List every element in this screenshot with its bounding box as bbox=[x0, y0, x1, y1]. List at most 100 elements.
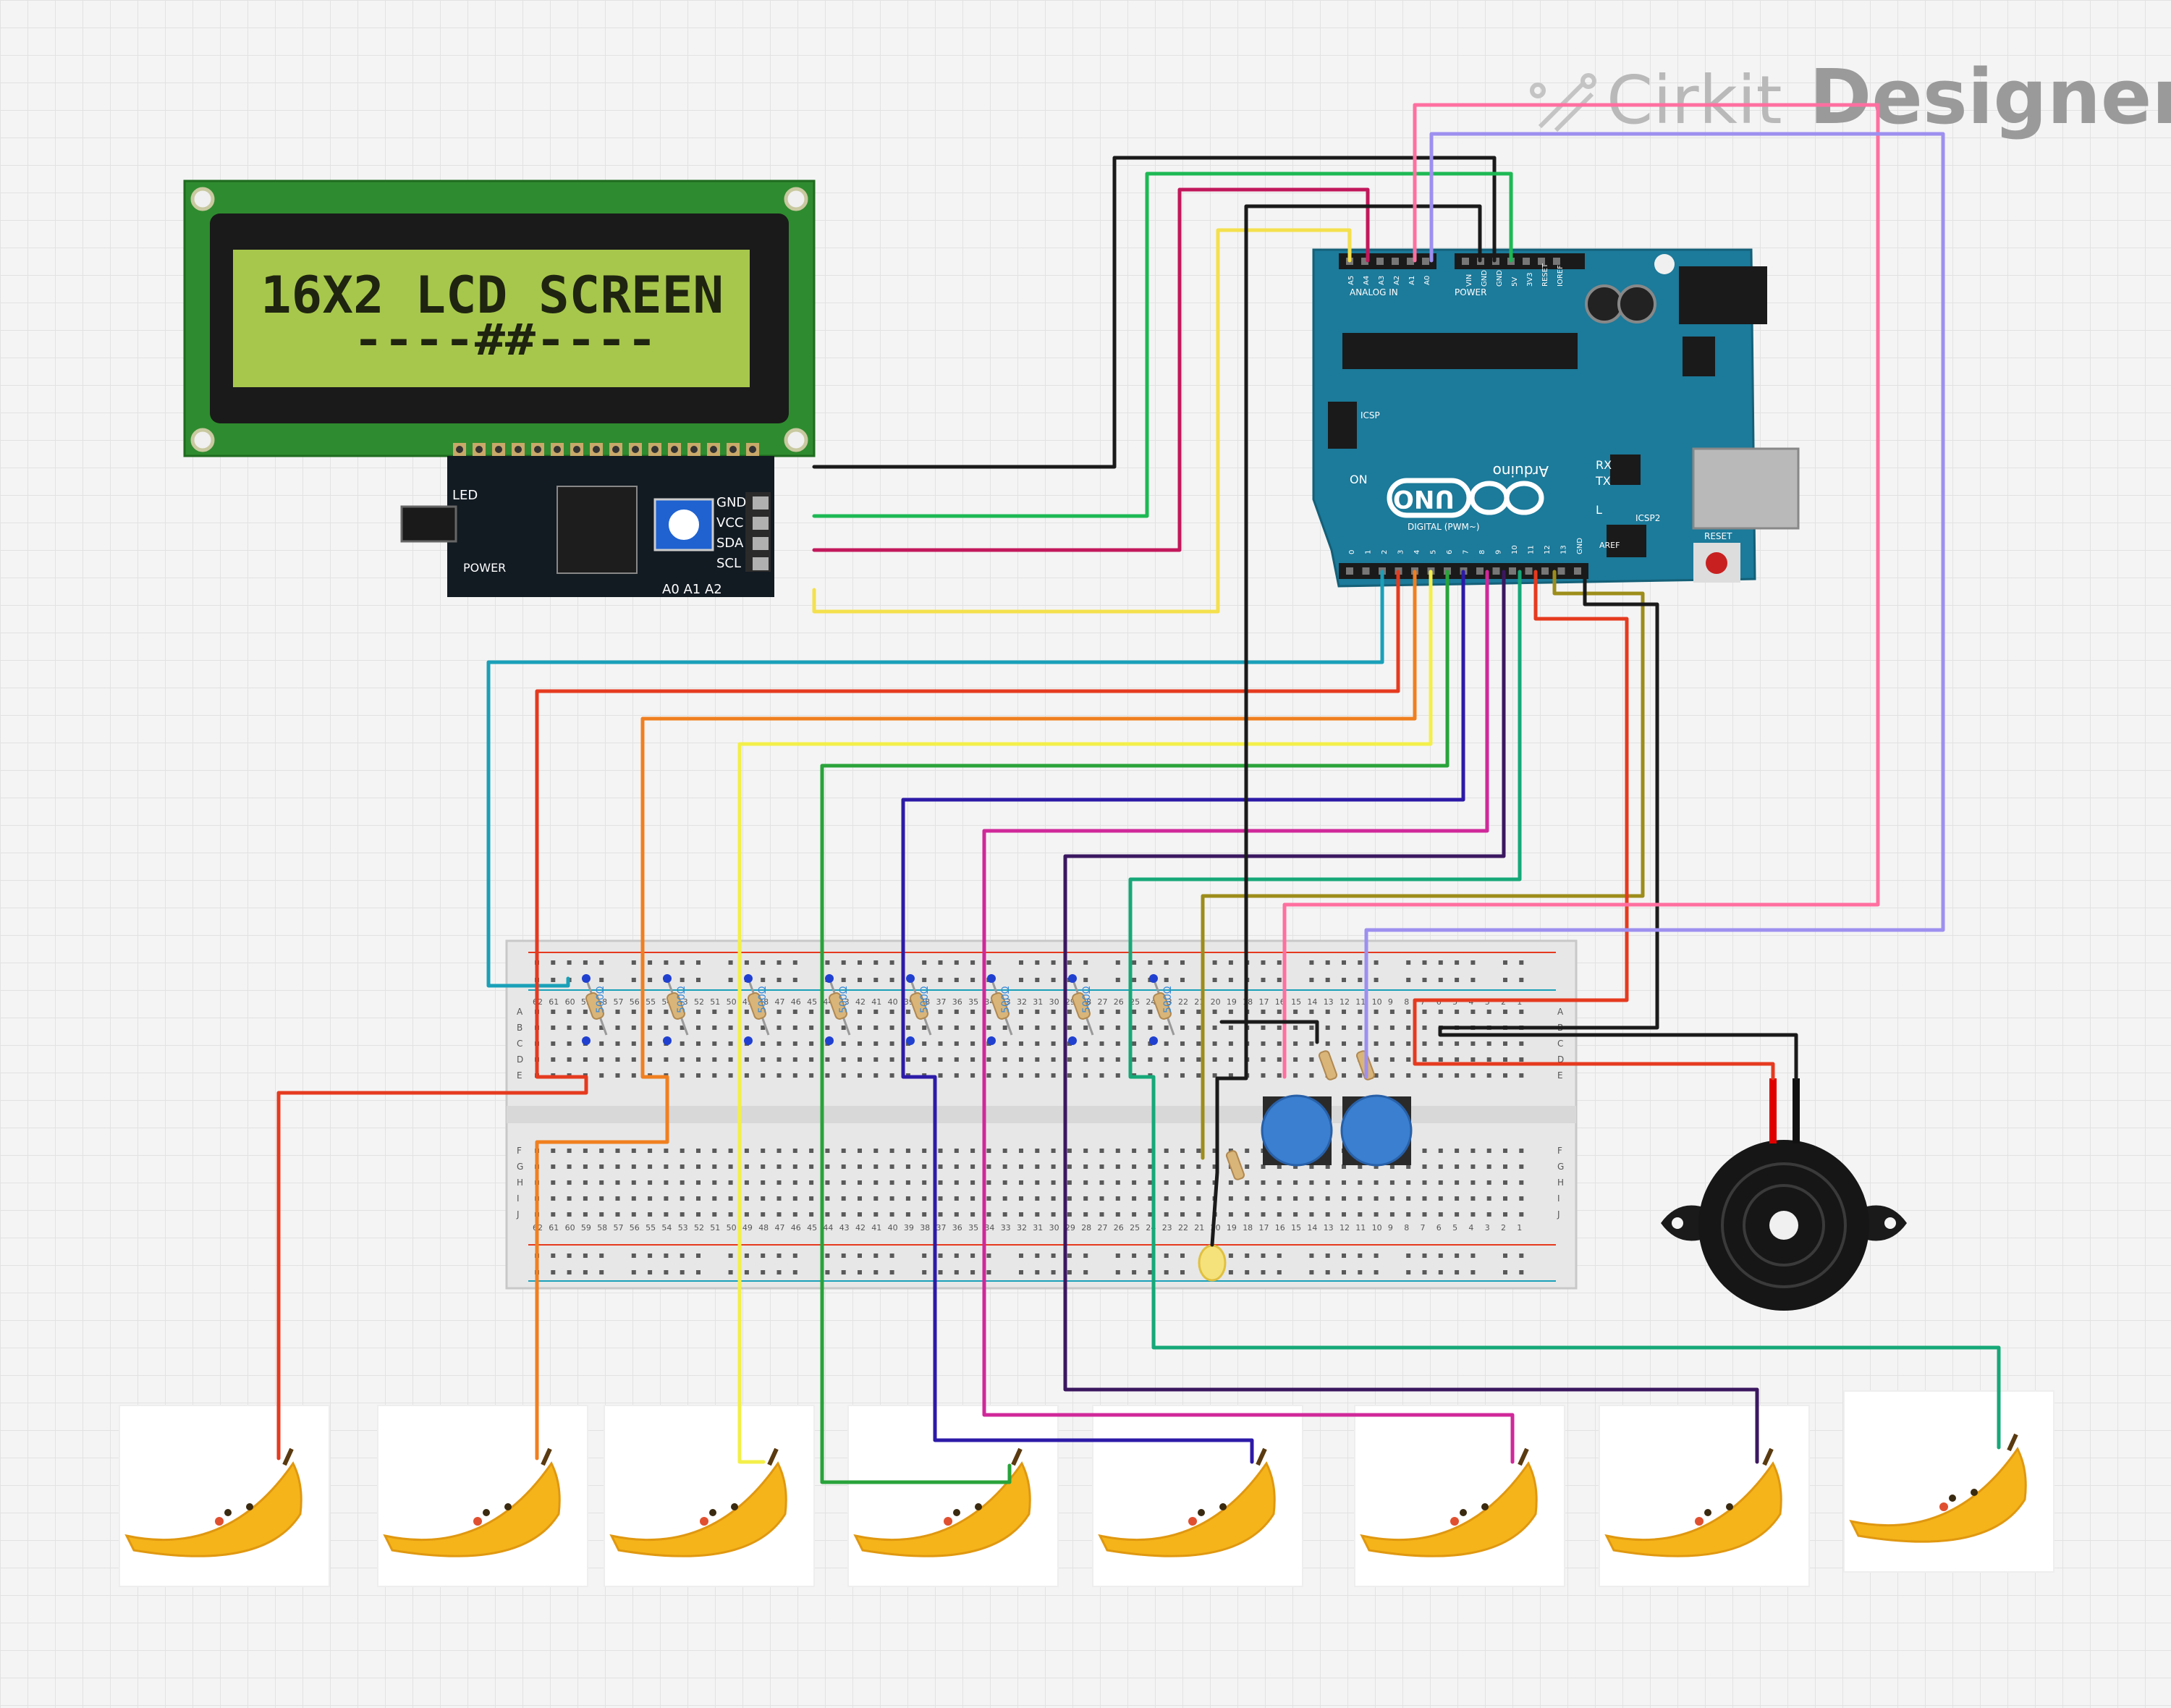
breadboard-rail-hole[interactable] bbox=[1406, 960, 1411, 965]
breadboard-hole[interactable] bbox=[664, 1196, 669, 1201]
breadboard-hole[interactable] bbox=[1196, 1196, 1201, 1201]
breadboard-rail-hole[interactable] bbox=[1342, 960, 1346, 965]
breadboard-hole[interactable] bbox=[1002, 1057, 1007, 1062]
breadboard-hole[interactable] bbox=[776, 1041, 782, 1046]
breadboard-rail-hole[interactable] bbox=[1051, 1253, 1056, 1258]
breadboard-rail-hole[interactable] bbox=[938, 1253, 943, 1258]
breadboard-rail-hole[interactable] bbox=[1132, 1270, 1137, 1274]
breadboard-hole[interactable] bbox=[567, 1057, 572, 1062]
breadboard-rail-hole[interactable] bbox=[1342, 1270, 1346, 1274]
breadboard-hole[interactable] bbox=[1067, 1010, 1072, 1014]
breadboard-hole[interactable] bbox=[696, 1212, 701, 1217]
breadboard-hole[interactable] bbox=[776, 1196, 782, 1201]
breadboard-hole[interactable] bbox=[1099, 1057, 1104, 1062]
breadboard-hole[interactable] bbox=[1470, 1010, 1476, 1014]
breadboard-hole[interactable] bbox=[858, 1149, 862, 1153]
breadboard-hole[interactable] bbox=[1342, 1164, 1346, 1169]
breadboard-hole[interactable] bbox=[664, 1057, 669, 1062]
breadboard-rail-hole[interactable] bbox=[922, 1253, 927, 1258]
breadboard-hole[interactable] bbox=[1019, 1212, 1023, 1217]
breadboard-hole[interactable] bbox=[1309, 1041, 1314, 1046]
breadboard-hole[interactable] bbox=[1309, 1010, 1314, 1014]
breadboard-hole[interactable] bbox=[1519, 1149, 1524, 1153]
breadboard-hole[interactable] bbox=[1309, 1212, 1314, 1217]
breadboard-hole[interactable] bbox=[583, 1212, 588, 1217]
breadboard-hole[interactable] bbox=[1277, 1057, 1282, 1062]
breadboard-hole[interactable] bbox=[922, 1196, 927, 1201]
breadboard-hole[interactable] bbox=[712, 1057, 717, 1062]
arduino-pin-d13[interactable] bbox=[1557, 567, 1565, 575]
breadboard-rail-hole[interactable] bbox=[1115, 1270, 1120, 1274]
breadboard-hole[interactable] bbox=[1067, 1196, 1072, 1201]
breadboard-rail-hole[interactable] bbox=[1148, 960, 1153, 965]
breadboard-rail-hole[interactable] bbox=[1245, 1270, 1250, 1274]
breadboard-hole[interactable] bbox=[567, 1041, 572, 1046]
breadboard-hole[interactable] bbox=[825, 1164, 830, 1169]
breadboard-hole[interactable] bbox=[567, 1212, 572, 1217]
breadboard-hole[interactable] bbox=[1422, 1010, 1427, 1014]
breadboard-rail-hole[interactable] bbox=[825, 1253, 830, 1258]
breadboard-hole[interactable] bbox=[1196, 1164, 1201, 1169]
breadboard-hole[interactable] bbox=[873, 1057, 879, 1062]
breadboard-rail-hole[interactable] bbox=[1164, 1270, 1169, 1274]
breadboard-rail-hole[interactable] bbox=[648, 1253, 653, 1258]
breadboard-hole[interactable] bbox=[970, 1073, 976, 1078]
breadboard-hole[interactable] bbox=[1455, 1164, 1460, 1169]
breadboard-hole[interactable] bbox=[1051, 1212, 1056, 1217]
breadboard-hole[interactable] bbox=[1115, 1149, 1120, 1153]
breadboard-rail-hole[interactable] bbox=[1261, 1270, 1266, 1274]
breadboard-hole[interactable] bbox=[1228, 1057, 1233, 1062]
breadboard-hole[interactable] bbox=[1132, 1149, 1137, 1153]
breadboard-hole[interactable] bbox=[1374, 1196, 1379, 1201]
breadboard-hole[interactable] bbox=[680, 1164, 685, 1169]
breadboard-hole[interactable] bbox=[1470, 1057, 1476, 1062]
breadboard-hole[interactable] bbox=[1164, 1180, 1169, 1185]
breadboard-hole[interactable] bbox=[1148, 1164, 1153, 1169]
breadboard-hole[interactable] bbox=[1389, 1073, 1395, 1078]
arduino-pin-dgnd[interactable] bbox=[1574, 567, 1581, 575]
breadboard-hole[interactable] bbox=[1099, 1026, 1104, 1030]
breadboard-rail-hole[interactable] bbox=[1325, 960, 1330, 965]
breadboard-hole[interactable] bbox=[1406, 1196, 1411, 1201]
breadboard-hole[interactable] bbox=[809, 1057, 814, 1062]
breadboard-hole[interactable] bbox=[1212, 1057, 1217, 1062]
breadboard-rail-hole[interactable] bbox=[1035, 1270, 1040, 1274]
breadboard-hole[interactable] bbox=[1438, 1149, 1443, 1153]
breadboard-rail-hole[interactable] bbox=[1470, 1270, 1476, 1274]
breadboard-hole[interactable] bbox=[1438, 1164, 1443, 1169]
breadboard-rail-hole[interactable] bbox=[1309, 960, 1314, 965]
breadboard-rail-hole[interactable] bbox=[858, 978, 862, 982]
wire-20[interactable] bbox=[1219, 1020, 1319, 1044]
breadboard-hole[interactable] bbox=[954, 1212, 959, 1217]
arduino-pin-a0[interactable] bbox=[1422, 258, 1429, 265]
breadboard-hole[interactable] bbox=[825, 1149, 830, 1153]
breadboard-hole[interactable] bbox=[841, 1180, 846, 1185]
breadboard-rail-hole[interactable] bbox=[1083, 1253, 1088, 1258]
breadboard-hole[interactable] bbox=[1486, 1041, 1491, 1046]
breadboard-rail-hole[interactable] bbox=[583, 1253, 588, 1258]
breadboard-hole[interactable] bbox=[873, 1041, 879, 1046]
breadboard-rail-hole[interactable] bbox=[1180, 978, 1185, 982]
breadboard-rail-hole[interactable] bbox=[1519, 978, 1524, 982]
breadboard-rail-hole[interactable] bbox=[1051, 1270, 1056, 1274]
breadboard-hole[interactable] bbox=[1293, 1057, 1298, 1062]
breadboard-rail-hole[interactable] bbox=[1470, 978, 1476, 982]
breadboard-hole[interactable] bbox=[1083, 1149, 1088, 1153]
breadboard-rail-hole[interactable] bbox=[696, 1270, 701, 1274]
arduino-uno[interactable]: UNO Arduino ON RX TX L RESET ICSP ICSP2 … bbox=[1312, 248, 1800, 588]
breadboard-hole[interactable] bbox=[1099, 1010, 1104, 1014]
breadboard-hole[interactable] bbox=[1035, 1149, 1040, 1153]
breadboard-hole[interactable] bbox=[1261, 1164, 1266, 1169]
breadboard-hole[interactable] bbox=[1309, 1164, 1314, 1169]
breadboard-hole[interactable] bbox=[1019, 1041, 1023, 1046]
breadboard-hole[interactable] bbox=[1374, 1212, 1379, 1217]
breadboard-hole[interactable] bbox=[986, 1212, 991, 1217]
breadboard-hole[interactable] bbox=[986, 1010, 991, 1014]
breadboard-hole[interactable] bbox=[809, 1212, 814, 1217]
breadboard-hole[interactable] bbox=[809, 1180, 814, 1185]
breadboard-rail-hole[interactable] bbox=[1019, 960, 1023, 965]
breadboard-rail-hole[interactable] bbox=[551, 960, 556, 965]
breadboard-hole[interactable] bbox=[1035, 1010, 1040, 1014]
breadboard-rail-hole[interactable] bbox=[1406, 978, 1411, 982]
breadboard-hole[interactable] bbox=[1164, 1073, 1169, 1078]
